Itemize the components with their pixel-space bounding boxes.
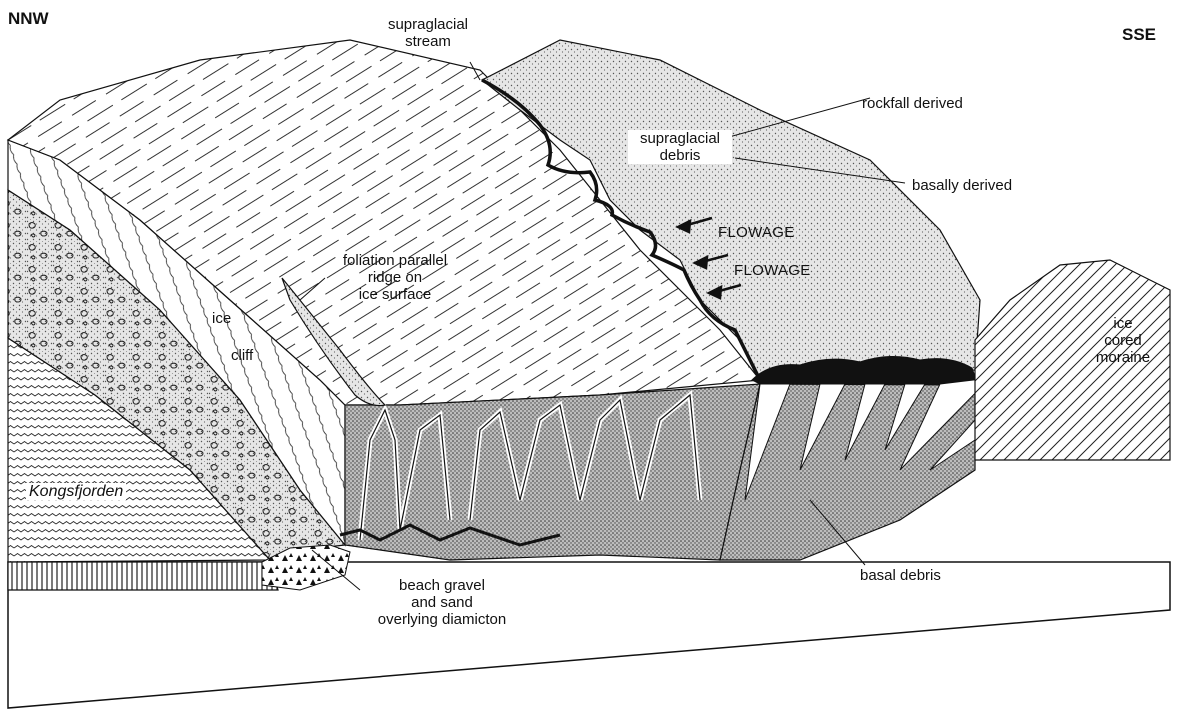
label-rockfall-derived: rockfall derived — [862, 95, 963, 112]
label-kongsfjorden: Kongsfjorden — [26, 483, 126, 500]
label-flowage-1: FLOWAGE — [718, 224, 795, 241]
label-ice: ice — [212, 310, 231, 327]
label-basally-derived: basally derived — [912, 177, 1012, 194]
compass-nnw: NNW — [8, 10, 49, 27]
label-cliff: cliff — [231, 347, 253, 364]
label-basal-debris: basal debris — [860, 567, 941, 584]
label-foliation-ridge: foliation parallel ridge on ice surface — [320, 252, 470, 303]
label-beach-gravel: beach gravel and sand overlying diamicto… — [352, 577, 532, 628]
label-supraglacial-stream: supraglacial stream — [368, 16, 488, 50]
bedrock-strip — [8, 562, 278, 590]
compass-sse: SSE — [1122, 26, 1156, 43]
label-flowage-2: FLOWAGE — [734, 262, 811, 279]
label-supraglacial-debris: supraglacial debris — [628, 130, 732, 164]
label-ice-cored-moraine: ice cored moraine — [1088, 315, 1158, 366]
